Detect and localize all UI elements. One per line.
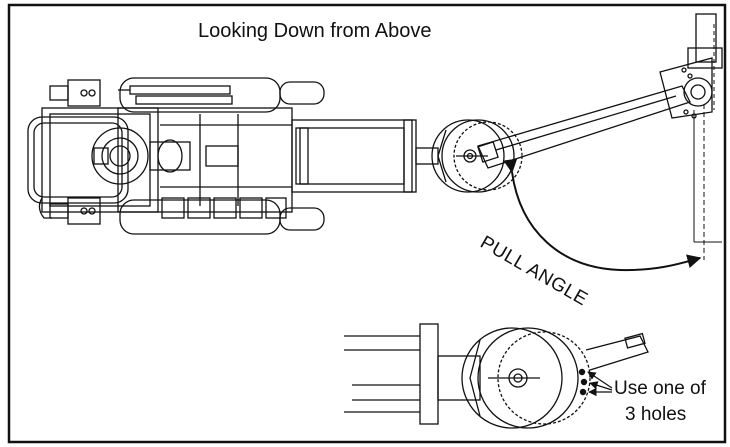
arm bbox=[477, 13, 723, 169]
pull-angle-arrow bbox=[503, 158, 702, 272]
holes-note-line2: 3 holes bbox=[625, 404, 687, 425]
capstan-detail bbox=[344, 323, 649, 429]
capstan-top bbox=[431, 119, 523, 193]
machine-top-view bbox=[27, 77, 439, 235]
diagram-title: Looking Down from Above bbox=[198, 20, 432, 42]
hole-markers bbox=[578, 368, 613, 397]
outer-border bbox=[7, 3, 727, 444]
holes-note-line1: Use one of bbox=[614, 378, 706, 399]
